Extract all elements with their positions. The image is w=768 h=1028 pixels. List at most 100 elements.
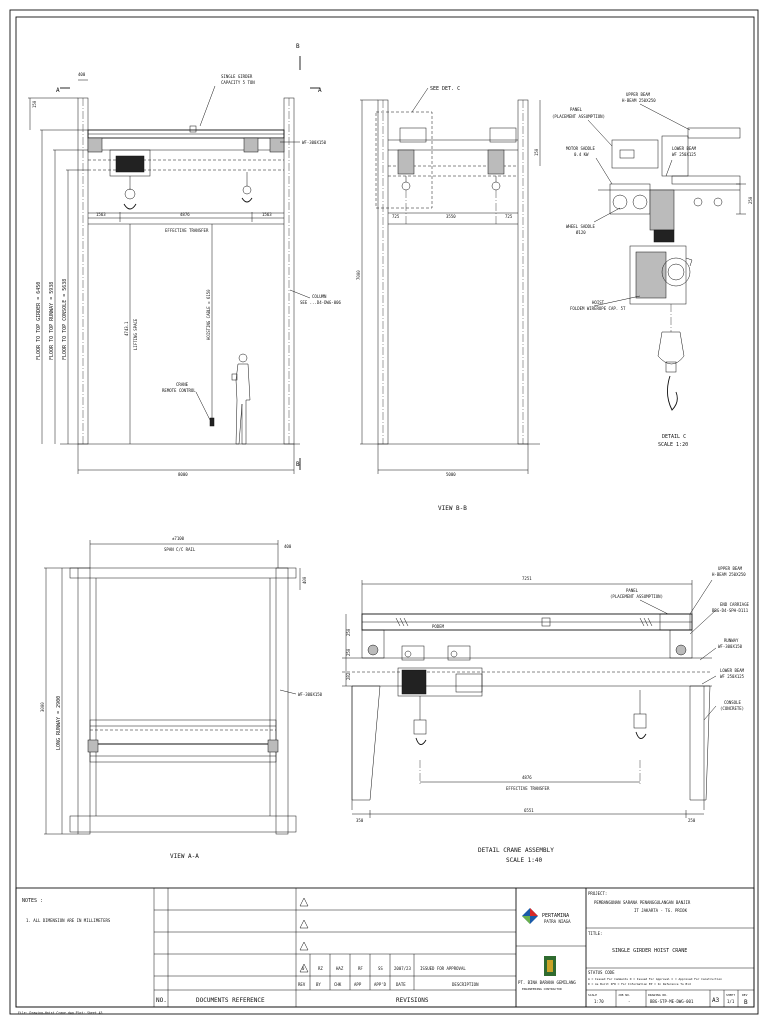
view-aa: [44, 540, 301, 835]
rev-head-by: BY: [316, 982, 321, 987]
dc-title-2: SCALE 1:20: [658, 442, 688, 448]
footer-text: File: Drawing-Hoist Crane.dwg Plot: Shee…: [18, 1011, 103, 1015]
rev-head-date: DATE: [396, 982, 406, 987]
asm-panel-1: PANEL: [626, 588, 639, 593]
floor-console-label: FLOOR TO TOP CONSOLE = 5638: [62, 279, 68, 360]
dim-right-top-bb: 150: [534, 148, 539, 156]
pertamina-name: PERTAMINA: [542, 913, 569, 919]
section-a-right: A: [318, 87, 322, 94]
no-label: NO.: [156, 997, 167, 1004]
scale-value: 1:70: [594, 999, 604, 1004]
asm-lower-beam-2: WF 250X125: [720, 674, 745, 679]
dim-3550: 3550: [446, 214, 456, 219]
aa-dim-top: ±7100: [172, 536, 185, 541]
dwg-label: DRAWING NO.: [648, 993, 668, 997]
rev-head-rev: REV: [298, 982, 306, 987]
pertamina-logo: [522, 908, 538, 924]
rev-value: B: [744, 999, 748, 1006]
dc-upper-beam-2: H-BEAM 250X250: [622, 98, 656, 103]
dim-left-top-elev: 150: [32, 100, 37, 108]
dim-1563a: 1563: [96, 212, 106, 217]
detail-c-callout: [375, 111, 433, 209]
asm-runway-2: WF-300X150: [718, 644, 743, 649]
rev-date: 2007/23: [394, 966, 411, 971]
project-line-2: IT JAKARTA - TG. PRIOK: [634, 908, 688, 913]
crane-bridge-plan: [89, 719, 277, 763]
rev-desc: ISSUED FOR APPROVAL: [420, 966, 466, 971]
job-value: -: [628, 999, 630, 1004]
outer-border: [9, 9, 759, 1015]
girder-label-1: SINGLE GIRDER: [221, 74, 253, 79]
crane-assembly: [342, 579, 717, 818]
asm-dim-4876: 4876: [522, 775, 532, 780]
dc-panel-1: PANEL: [570, 107, 583, 112]
rev-by: RZ: [318, 966, 323, 971]
dc-upper-beam-1: UPPER BEAM: [626, 92, 651, 97]
dc-dim-side: 250: [748, 196, 753, 204]
dim-bottom-elev: 8000: [178, 472, 188, 477]
dim-bottom-bb: 5000: [446, 472, 456, 477]
height-bb: 7000: [356, 270, 361, 280]
asm-dim-v2: 250: [346, 648, 351, 656]
aa-span-label: SPAN C/C RAIL: [164, 547, 196, 552]
aa-wf-label: WF-300X150: [298, 692, 323, 697]
revisions-label: REVISIONS: [396, 997, 429, 1004]
aa-dim-top-right: 400: [284, 544, 292, 549]
floor-runway-label: FLOOR TO TOP RUNWAY = 5938: [49, 282, 55, 360]
view-bb-title: VIEW B-B: [438, 505, 467, 512]
aa-dim-right-small: 400: [302, 576, 307, 584]
sheet-label: SHEET: [726, 993, 735, 997]
wf-label-elev: WF-300X150: [302, 140, 327, 145]
asm-effective-transfer: EFFECTIVE TRANSFER: [506, 786, 550, 791]
asm-title-2: SCALE 1:40: [506, 857, 543, 864]
asm-console-1: CONSOLE: [724, 700, 741, 705]
asm-end-carriage-2: BBG-D4-SPH-D111: [712, 608, 749, 613]
girder-label-2: CAPACITY 5 TON: [221, 80, 255, 85]
asm-dim-v3: 282: [346, 672, 351, 680]
person-figure: [231, 353, 251, 445]
front-elevation: [28, 56, 320, 474]
status-label: STATUS CODE: [588, 970, 615, 975]
asm-lower-beam-1: LOWER BEAM: [720, 668, 745, 673]
rev-head-desc: DESCRIPTION: [452, 982, 479, 987]
dc-hoist-2: FOLDEM WIREROPE CAP. 5T: [570, 306, 626, 311]
asm-upper-beam-1: UPPER BEAM: [718, 566, 743, 571]
rev-head-appd: APP'D: [374, 982, 387, 987]
status-line-1: A = Issued For Comments D = Issued For A…: [588, 977, 722, 981]
view-bb: [360, 87, 541, 474]
column-label-2: SEE ...D4-DWG-006: [300, 300, 342, 305]
asm-upper-beam-2: H-BEAM 250X250: [712, 572, 746, 577]
rev-appd: SS: [378, 966, 383, 971]
lifting-space-label: LIFTING SPACE: [133, 318, 138, 350]
drawing-title: SINGLE GIRDER HOIST CRANE: [612, 948, 687, 954]
asm-title-1: DETAIL CRANE ASSEMBLY: [478, 847, 554, 854]
notes-label: NOTES :: [22, 898, 43, 904]
aa-long-runway: LONG RUNWAY = 2900: [56, 696, 62, 750]
note-1: 1. ALL DIMENSION ARE IN MILLIMETERS: [26, 918, 111, 923]
column-label-1: COLUMN: [312, 294, 327, 299]
dim-725b: 725: [505, 214, 513, 219]
dc-motor-1: MOTOR SADDLE: [566, 146, 595, 151]
detail-c: [587, 103, 746, 411]
bbg-logo: [544, 956, 556, 976]
asm-dim-250: 250: [688, 818, 696, 823]
rev-app: RF: [358, 966, 363, 971]
title-block: [15, 887, 755, 1008]
crane-remote-1: CRANE: [176, 382, 189, 387]
dc-lower-beam-1: LOWER BEAM: [672, 146, 697, 151]
scale-label: SCALE: [588, 993, 597, 997]
dc-wheel-1: WHEEL SADDLE: [566, 224, 595, 229]
section-b-bottom: B: [296, 461, 300, 468]
asm-console-2: (CONCRETE): [720, 706, 744, 711]
section-a-left: A: [56, 87, 60, 94]
rev-head-app: APP: [354, 982, 362, 987]
asm-panel-2: (PLACEMENT ASSUMPTION): [610, 594, 663, 599]
hoist-cable-label: HOISTING CABLE = 6150: [206, 289, 211, 340]
rev-chk: HAZ: [336, 966, 344, 971]
rev-label: REV: [742, 993, 748, 997]
dc-hoist-1: HOIST: [592, 300, 605, 305]
asm-dim-top: 7251: [522, 576, 532, 581]
status-line-2: D = As Built IFR = For Information EP = …: [588, 982, 691, 986]
aa-dim-left: 3000: [40, 702, 45, 712]
